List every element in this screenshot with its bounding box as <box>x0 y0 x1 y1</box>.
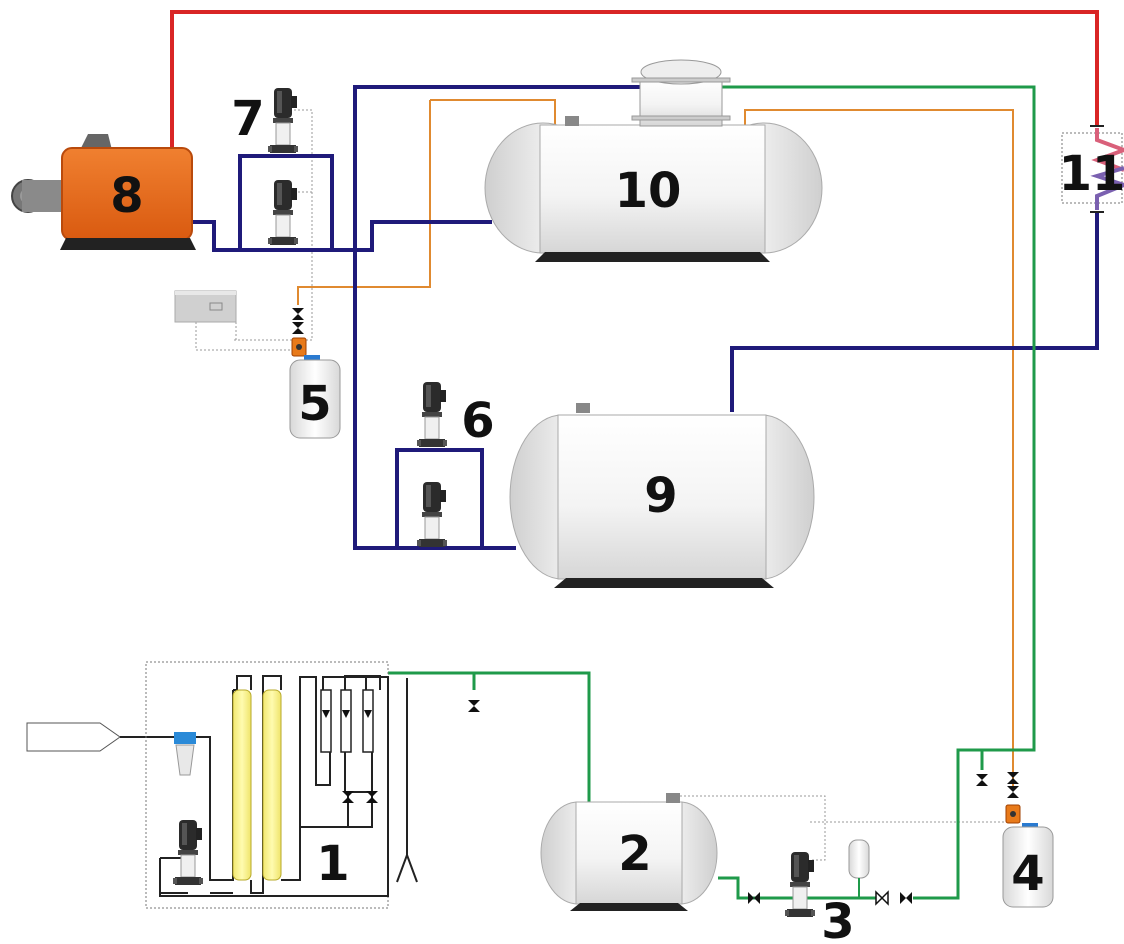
label-6: 6 <box>461 393 494 449</box>
controller-unit <box>174 290 237 323</box>
label-7: 7 <box>231 91 264 147</box>
label-3: 3 <box>821 894 854 944</box>
make-up-water-lines <box>388 85 1036 900</box>
label-10: 10 <box>615 163 682 219</box>
dosing-lines <box>297 99 1014 790</box>
boiler-8: 8 <box>11 134 196 250</box>
pump-group-6: 6 <box>416 381 495 548</box>
heat-exchanger-11: 11 <box>1059 125 1124 213</box>
label-8: 8 <box>110 168 143 224</box>
pump-group-3: 3 <box>748 839 912 944</box>
network-water-lines <box>193 85 1099 550</box>
signal-lines <box>195 109 1010 861</box>
label-1: 1 <box>316 836 349 892</box>
dosing-tank-4: 4 <box>976 772 1054 908</box>
label-2: 2 <box>618 826 651 882</box>
tank-10: 10 <box>484 59 823 262</box>
treatment-unit-1: 1 <box>26 661 480 909</box>
label-4: 4 <box>1011 846 1044 902</box>
label-9: 9 <box>644 468 677 524</box>
label-11: 11 <box>1059 146 1124 202</box>
label-5: 5 <box>298 376 331 432</box>
tank-9: 9 <box>509 403 815 588</box>
dosing-tank-5: 5 <box>289 308 341 439</box>
hot-water-line <box>170 10 1099 150</box>
pump-group-7: 7 <box>231 87 299 246</box>
tank-2: 2 <box>540 793 718 911</box>
